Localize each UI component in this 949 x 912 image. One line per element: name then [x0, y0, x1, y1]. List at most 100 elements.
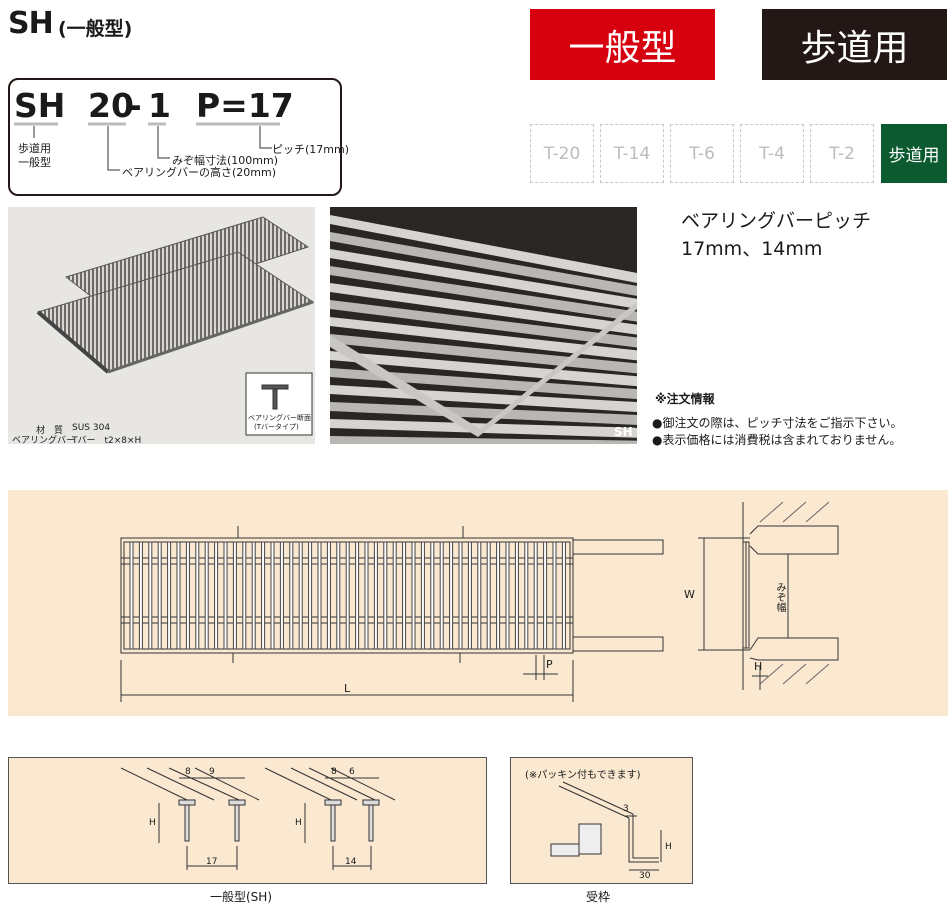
- plan-bar: [505, 541, 510, 650]
- section-b-pitch: 14: [345, 857, 357, 867]
- code-series-note-2: 一般型: [18, 156, 51, 169]
- plan-bar: [289, 541, 294, 650]
- closeup-bar: [330, 436, 637, 444]
- plan-bar: [449, 541, 454, 650]
- plan-bar: [185, 541, 190, 650]
- load-class-t2: T-2: [810, 124, 874, 183]
- closeup-bar: [330, 317, 637, 361]
- code-dash: -: [128, 86, 142, 125]
- section-sh-caption: 一般型(SH): [210, 890, 273, 904]
- frame-height: H: [665, 842, 672, 852]
- plan-bar: [298, 541, 303, 650]
- section-drawing-sh: 8 9 17 H 8 6 14 H: [8, 757, 487, 884]
- product-photo-1: 材 質 SUS 304 ベアリングバー Tバー t2×8×H ベアリングバー断面…: [8, 207, 315, 444]
- plan-bar: [373, 541, 378, 650]
- plan-bar: [167, 541, 172, 650]
- closeup-bar: [330, 283, 637, 335]
- closeup-bar: [330, 249, 637, 309]
- code-pitch: P=17: [196, 86, 294, 125]
- photo-label: SH: [614, 425, 633, 439]
- packing-note: (※パッキン付もできます): [525, 770, 641, 781]
- closeup-bar: [330, 300, 637, 348]
- plan-bar: [195, 541, 200, 650]
- plan-bar: [411, 541, 416, 650]
- plan-bar: [392, 541, 397, 650]
- plan-bar: [232, 541, 237, 650]
- closeup-bars: [330, 215, 637, 444]
- dimension-drawing: [120, 501, 839, 702]
- pitch-value: 17mm、14mm: [681, 238, 823, 260]
- plan-bar: [355, 541, 360, 650]
- use-badge: 歩道用: [762, 9, 947, 80]
- plan-bar: [138, 541, 143, 650]
- section-a-height: H: [149, 818, 156, 828]
- order-info-line: ●表示価格には消費税は含まれておりません。: [652, 433, 902, 447]
- page-title: SH: [8, 6, 54, 41]
- plan-bar: [251, 541, 256, 650]
- section-b-top: 8: [331, 767, 337, 777]
- plan-bar: [420, 541, 425, 650]
- load-class-active: 歩道用: [881, 124, 947, 183]
- type-badge: 一般型: [530, 9, 715, 80]
- plan-bar: [383, 541, 388, 650]
- plan-bar: [242, 541, 247, 650]
- plan-bar: [561, 541, 566, 650]
- pitch-label: P: [546, 658, 553, 671]
- section-a-top: 8: [185, 767, 191, 777]
- plan-bar: [496, 541, 501, 650]
- width-label: W: [684, 588, 695, 601]
- load-class-t4: T-4: [740, 124, 804, 183]
- plan-bar: [364, 541, 369, 650]
- closeup-bar: [330, 215, 637, 283]
- code-height: 20: [88, 86, 134, 125]
- section-a-pitch: 17: [206, 857, 218, 867]
- section-b-height: H: [295, 818, 302, 828]
- plan-bar: [223, 541, 228, 650]
- height-label: H: [754, 660, 763, 673]
- plan-bar: [270, 541, 275, 650]
- frame-section-drawing: [550, 781, 662, 871]
- groove-width-label: みぞ幅: [774, 582, 785, 612]
- bar-label: ベアリングバー: [12, 436, 76, 444]
- plan-bar: [467, 541, 472, 650]
- plan-bar: [157, 541, 162, 650]
- plan-bar: [326, 541, 331, 650]
- plan-bar: [214, 541, 219, 650]
- plan-bar: [458, 541, 463, 650]
- plan-bar: [524, 541, 529, 650]
- plan-bearing-bars: [129, 541, 566, 650]
- code-leader-lines: [14, 122, 280, 171]
- load-class-t14: T-14: [600, 124, 664, 183]
- closeup-bar: [330, 402, 637, 425]
- section-drawing-frame: (※パッキン付もできます) 3 30 H: [510, 757, 693, 884]
- page-subtitle: (一般型): [58, 18, 133, 40]
- plan-bar: [477, 541, 482, 650]
- material-value: SUS 304: [72, 423, 111, 433]
- order-info-title: ※注文情報: [655, 392, 715, 406]
- section-label-1: ベアリングバー断面: [248, 414, 311, 422]
- grating-closeup-illustration: [330, 215, 637, 444]
- material-label: 材 質: [36, 426, 64, 436]
- closeup-bar: [330, 334, 637, 374]
- section-b-gap: 6: [349, 767, 355, 777]
- plan-bar: [204, 541, 209, 650]
- plan-bar: [533, 541, 538, 650]
- plan-bar: [402, 541, 407, 650]
- order-info-line: ●御注文の際は、ピッチ寸法をご指示下さい。: [652, 416, 903, 430]
- plan-bar: [317, 541, 322, 650]
- plan-bar: [129, 541, 134, 650]
- code-pitch-note: ピッチ(17mm): [272, 143, 350, 156]
- bar-section-drawing: [120, 767, 396, 870]
- product-code-box: [8, 78, 342, 196]
- plan-bar: [430, 541, 435, 650]
- length-label: L: [344, 682, 351, 695]
- plan-bar: [176, 541, 181, 650]
- closeup-bar: [330, 351, 637, 387]
- product-photo-2: SH: [330, 207, 637, 444]
- plan-bar: [148, 541, 153, 650]
- frame-width: 30: [639, 871, 651, 881]
- code-width: 1: [148, 86, 171, 125]
- frame-caption: 受枠: [586, 890, 611, 904]
- section-a-gap: 9: [209, 767, 215, 777]
- frame-thickness: 3: [623, 804, 629, 814]
